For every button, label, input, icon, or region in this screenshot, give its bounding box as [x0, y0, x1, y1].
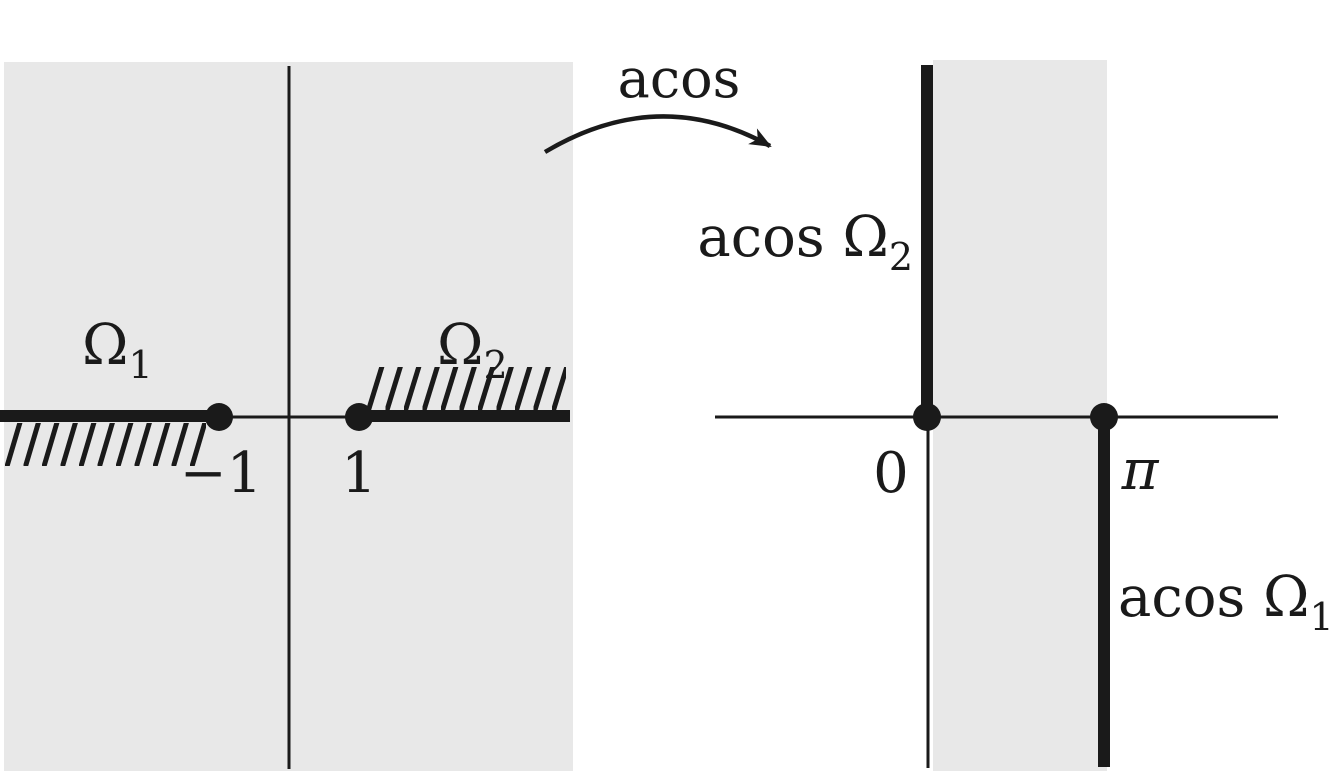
omega-1-label: Ω1 [82, 313, 153, 387]
point-zero-dot [913, 403, 941, 431]
branch-cut-1-hatching [5, 423, 206, 466]
acos-omega-1-label: acos Ω1 [1118, 565, 1331, 639]
branch-cut-2-hatching [367, 367, 566, 411]
tick-zero-label: 0 [873, 441, 909, 506]
point-pi-dot [1090, 403, 1118, 431]
tick-one-label: 1 [341, 441, 377, 506]
acos-map-label: acos [618, 47, 741, 110]
omega-2-label: Ω2 [437, 313, 508, 387]
branch-point-one-dot [345, 403, 373, 431]
acos-map-arrow [543, 114, 772, 154]
tick-pi-label: π [1121, 438, 1160, 503]
acos-omega-2-label: acos Ω2 [697, 205, 913, 279]
branch-point-minus-one-dot [205, 403, 233, 431]
tick-minus-one-label: −1 [180, 441, 263, 506]
